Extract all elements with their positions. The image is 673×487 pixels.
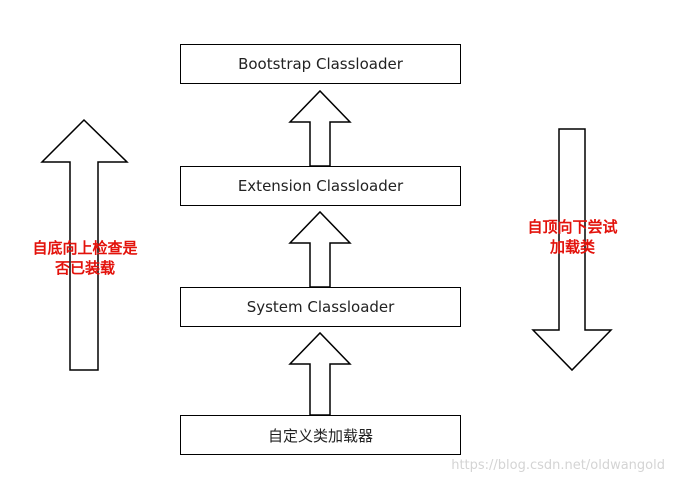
right-down-arrow-icon bbox=[531, 128, 613, 372]
system-classloader-box: System Classloader bbox=[180, 287, 461, 327]
bootstrap-classloader-label: Bootstrap Classloader bbox=[238, 55, 403, 73]
top-down-load-line1: 自顶向下尝试 bbox=[527, 218, 618, 236]
bootstrap-classloader-box: Bootstrap Classloader bbox=[180, 44, 461, 84]
top-down-load-line2: 加载类 bbox=[549, 238, 595, 256]
top-down-load-label: 自顶向下尝试 加载类 bbox=[505, 217, 640, 257]
left-up-arrow-icon bbox=[40, 118, 129, 371]
bottom-up-check-line2: 否已装载 bbox=[54, 259, 115, 277]
bottom-up-check-label: 自底向上检查是 否已装载 bbox=[10, 238, 160, 278]
bottom-up-check-line1: 自底向上检查是 bbox=[32, 239, 138, 257]
custom-classloader-label: 自定义类加载器 bbox=[267, 426, 373, 445]
system-classloader-label: System Classloader bbox=[246, 298, 395, 316]
extension-classloader-box: Extension Classloader bbox=[180, 166, 461, 206]
watermark-url: https://blog.csdn.net/oldwangold bbox=[451, 458, 665, 473]
extension-classloader-label: Extension Classloader bbox=[237, 177, 404, 195]
up-arrow-extension-to-bootstrap-icon bbox=[288, 89, 352, 167]
up-arrow-system-to-extension-icon bbox=[288, 210, 352, 288]
up-arrow-custom-to-system-icon bbox=[288, 331, 352, 416]
custom-classloader-box: 自定义类加载器 bbox=[180, 415, 461, 455]
